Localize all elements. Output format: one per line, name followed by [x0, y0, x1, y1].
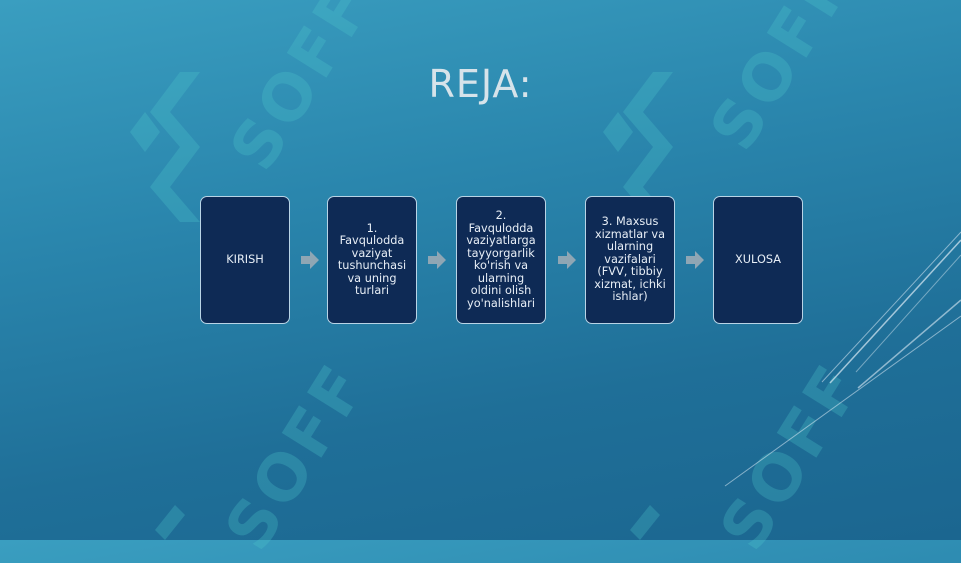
step-label: 1. Favqulodda vaziyat tushunchasi va uni…: [337, 221, 407, 297]
step-box-2: 2. Favqulodda vaziyatlarga tayyorgarlik …: [456, 196, 546, 324]
step-box-3: 3. Maxsus xizmatlar va ularning vazifala…: [585, 196, 675, 324]
arrow-right-icon: [558, 251, 576, 269]
step-label: 3. Maxsus xizmatlar va ularning vazifala…: [594, 215, 666, 304]
slide-title: REJA:: [428, 62, 533, 106]
step-box-1: 1. Favqulodda vaziyat tushunchasi va uni…: [327, 196, 417, 324]
step-label: 2. Favqulodda vaziyatlarga tayyorgarlik …: [466, 209, 536, 310]
watermark-logo-icon: [155, 505, 185, 540]
decorative-lines: [724, 231, 961, 487]
arrow-right-icon: [301, 251, 319, 269]
step-box-conclusion: XULOSA: [713, 196, 803, 324]
watermark-logo-icon: [130, 72, 200, 222]
step-label: KIRISH: [226, 252, 264, 266]
watermark-logo-icon: [630, 505, 660, 540]
arrow-right-icon: [686, 251, 704, 269]
step-label: XULOSA: [735, 252, 781, 266]
arrow-right-icon: [428, 251, 446, 269]
watermark-logo-icon: [603, 72, 673, 222]
step-box-introduction: KIRISH: [200, 196, 290, 324]
